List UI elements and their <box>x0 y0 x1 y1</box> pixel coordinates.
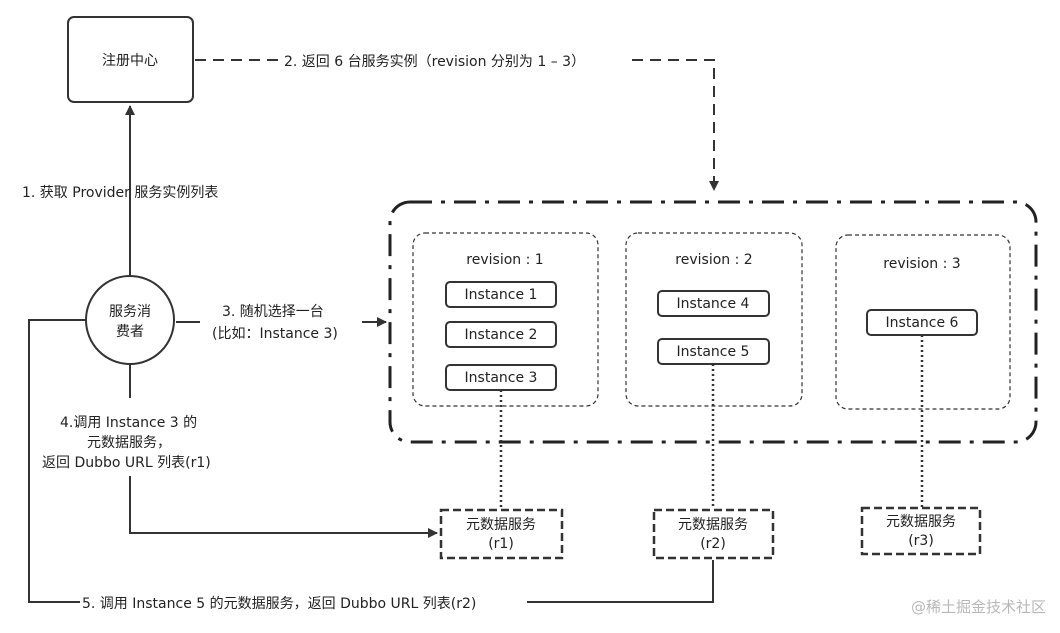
metadata-r3-line2: (r3) <box>908 533 934 549</box>
step5-path <box>28 319 714 603</box>
metadata-r1-line2: (r1) <box>488 536 514 552</box>
step4-label-line2: 元数据服务， <box>87 435 171 451</box>
step2-arrow <box>195 59 714 190</box>
consumer-label-line2: 费者 <box>116 324 144 340</box>
metadata-service-r1 <box>439 508 564 560</box>
instance-5-label: Instance 5 <box>677 344 750 360</box>
registry-box <box>67 16 194 103</box>
metadata-service-r3 <box>860 506 982 556</box>
instance-3-label: Instance 3 <box>465 370 538 386</box>
step1-label: 1. 获取 Provider 服务实例列表 <box>22 185 218 201</box>
instance-cluster <box>388 200 1038 444</box>
step3-label-line2: (比如：Instance 3) <box>212 326 338 342</box>
metadata-r3-line1: 元数据服务 <box>886 514 956 530</box>
metadata-r2-line1: 元数据服务 <box>678 517 748 533</box>
step3-label-bg <box>200 300 362 346</box>
metadata-r1-line1: 元数据服务 <box>466 517 536 533</box>
registry-label: 注册中心 <box>102 53 158 69</box>
step4-arrow <box>129 476 438 538</box>
instance-6-label: Instance 6 <box>886 315 959 331</box>
consumer-label-line1: 服务消 <box>109 304 151 320</box>
revision-1-label: revision : 1 <box>466 252 543 268</box>
revision-3-label: revision : 3 <box>883 256 960 272</box>
instance-1-label: Instance 1 <box>465 287 538 303</box>
step2-label: 2. 返回 6 台服务实例（revision 分别为 1 – 3） <box>284 54 585 70</box>
step4-label-line1: 4.调用 Instance 3 的 <box>60 415 197 431</box>
instance-1-box <box>445 281 557 308</box>
instance-2-label: Instance 2 <box>465 327 538 343</box>
metadata-r2-line2: (r2) <box>700 536 726 552</box>
revision-group-1 <box>412 232 599 407</box>
watermark: @稀土掘金技术社区 <box>911 598 1046 616</box>
metadata-service-r2 <box>652 508 775 560</box>
revision-2-label: revision : 2 <box>675 252 752 268</box>
consumer-node <box>85 275 175 365</box>
step5-label: 5. 调用 Instance 5 的元数据服务，返回 Dubbo URL 列表(… <box>82 596 476 612</box>
step4-label-line3: 返回 Dubbo URL 列表(r1) <box>42 455 211 471</box>
instance-4-label: Instance 4 <box>677 296 750 312</box>
instance-4-box <box>657 290 770 317</box>
instance-2-box <box>445 321 557 348</box>
step3-label-line1: 3. 随机选择一台 <box>222 304 324 320</box>
